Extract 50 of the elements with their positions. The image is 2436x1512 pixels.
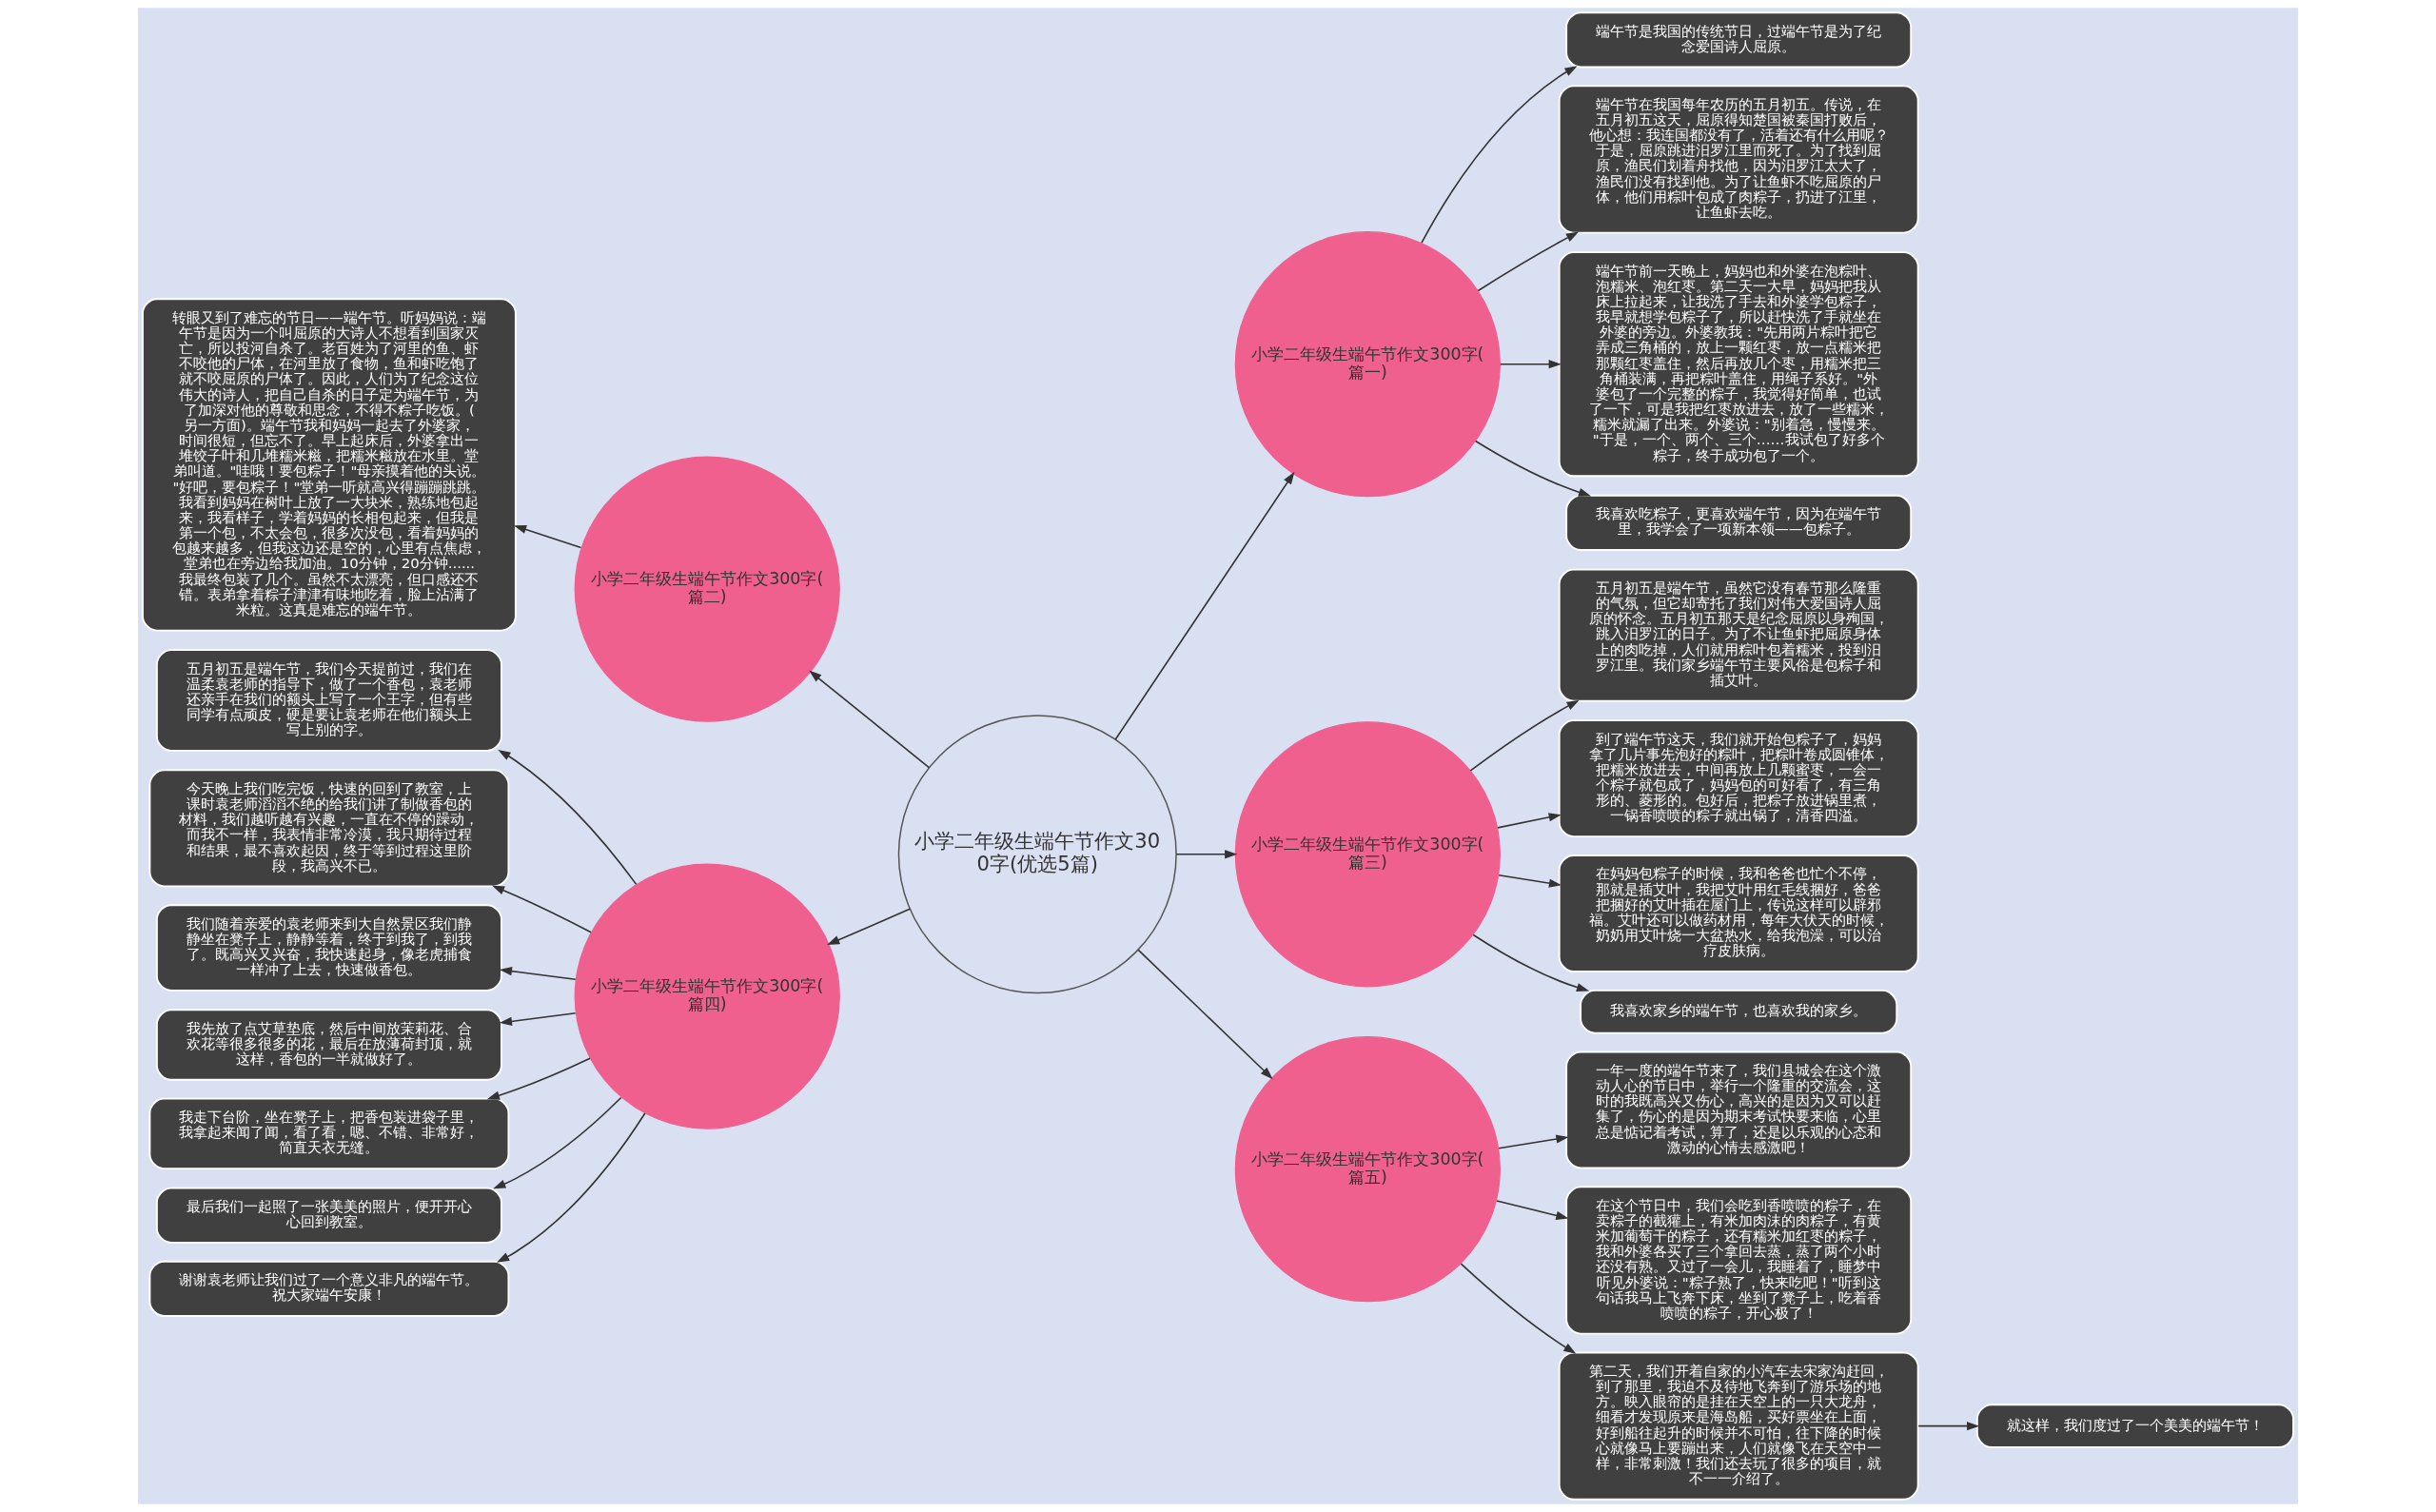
arrow: [491, 885, 592, 933]
arrow: [1496, 1200, 1569, 1220]
arrow: [1499, 360, 1562, 369]
arrow: [513, 525, 582, 549]
arrow: [1474, 440, 1592, 497]
node-box: 端午节在我国每年农历的五月初五。传说，在五月初五这天，屈原得知楚国被秦国打败后，他心想：我连国都没有了，活着还有什么用呢？于是，屈原跳进汨罗江里而死了。为了找到屈原，渔民们划着舟找他，因为汨罗江太大了，渔民们没有找到他。为了让鱼虾不吃屈原的尸体，他们用粽叶包成了肉粽子，扔进了江里，让鱼虾去吃。: [1558, 85, 1919, 234]
arrow: [1497, 813, 1562, 829]
node-circle: 小学二年级生端午节作文300字(优选5篇): [897, 715, 1177, 994]
node-box: 我喜欢吃粽子，更喜欢端午节，因为在端午节里，我学会了一项新本领——包粽子。: [1565, 494, 1913, 551]
arrow: [499, 1011, 577, 1026]
node-box: 在这个节日中，我们会吃到香喷喷的粽子，在卖粽子的截獾上，有米加肉沫的肉粽子，有黄米加葡萄干的粽子，还有糯米加红枣的粽子，我和外婆各买了三个拿回去蒸，蒸了两个小时还没有熟。又过了一会儿，我睡着了，睡梦中听见外婆说："粽子熟了，快来吃吧！"听到这句话我马上飞奔下床，坐到了凳子上，吃着香喷喷的粽子，开心极了！: [1565, 1186, 1913, 1335]
node-box: 今天晚上我们吃完饭，快速的回到了教室，上课时袁老师滔滔不绝的给我们讲了制做香包的材料，我们越听越有兴趣，一直在不停的躁动，而我不一样，我表情非常冷漠，我只期待过程和结果，最不喜欢起因，终于等到过程这里阶段，我高兴不已。: [148, 769, 510, 888]
node-box: 我走下台阶，坐在凳子上，把香包装进袋子里，我拿起来闻了闻，看了看，嗯、不错、非常好，简直天衣无缝。: [148, 1097, 510, 1169]
node-box: 五月初五是端午节，虽然它没有春节那么隆重的气氛，但它却寄托了我们对伟大爱国诗人屈原的怀念。五月初五那天是纪念屈原以身殉国，跳入汨罗江的日子。为了不让鱼虾把屈原身体上的肉吃掉，人们就用粽叶包着糯米，投到汨罗江里。我们家乡端午节主要风俗是包粽子和插艾叶。: [1558, 568, 1919, 702]
node-box: 第二天，我们开着自家的小汽车去宋家沟赶回，到了那里，我迫不及待地飞奔到了游乐场的地方。映入眼帘的是挂在天空上的一只大龙舟，细看才发现原来是海岛船，买好票坐在上面，好到船往起升的时候并不可怕，往下降的时候心就像马上要蹦出来，人们就像飞在天空中一样，非常刺激！我们还去玩了很多的项目，就不一一介绍了。: [1558, 1351, 1919, 1501]
arrow: [1114, 471, 1295, 740]
arrow: [1421, 66, 1578, 244]
arrow: [493, 1096, 622, 1189]
node-circle: 小学二年级生端午节作文300字(篇五): [1234, 1036, 1501, 1303]
node-box: 五月初五是端午节，我们今天提前过，我们在温柔袁老师的指导下，做了一个香包，袁老师还亲手在我们的额头上写了一个王字，但有些同学有点顽皮，硬是要让袁老师在他们额头上写上别的字。: [155, 649, 502, 752]
node-box: 一年一度的端午节来了，我们县城会在这个激动人心的节日中，举行一个隆重的交流会，这时的我既高兴又伤心，高兴的是因为又可以赶集了，伤心的是因为期末考试快要来临，心里总是惦记着考试，算了，还是以乐观的心态和激动的心情去感激吧！: [1565, 1051, 1913, 1169]
arrow: [827, 908, 911, 946]
node-box: 在妈妈包粽子的时候，我和爸爸也忙个不停，那就是插艾叶，我把艾叶用红毛线捆好，爸爸把捆好的艾叶插在屋门上，传说这样可以辟邪福。艾叶还可以做药材用，每年大伏天的时候，奶奶用艾叶烧一大盆热水，给我泡澡，可以治疗皮肤病。: [1558, 854, 1919, 972]
node-box: 端午节前一天晚上，妈妈也和外婆在泡粽叶、泡糯米、泡红枣。第二天一大早，妈妈把我从床上拉起来，让我洗了手去和外婆学包粽子，我早就想学包粽子了，所以赶快洗了手就坐在外婆的旁边。外婆教我："先用两片粽叶把它弄成三角桶的，放上一颗红枣，放一点糯米把那颗红枣盖住，然后再放几个枣，用糯米把三角桶装满，再把粽叶盖住，用绳子系好。"外婆包了一个完整的粽子，我觉得好简单，也试了一下，可是我把红枣放进去，放了一些糯米，糯米就漏了出来。外婆说："别着急，慢慢来。"于是，一个、两个、三个……我试包了好多个粽子，终于成功包了一个。: [1558, 251, 1919, 478]
arrow: [809, 670, 931, 769]
node-box: 我先放了点艾草垫底，然后中间放茉莉花、合欢花等很多很多的花，最后在放薄荷封顶，就这样，香包的一半就做好了。: [155, 1009, 502, 1081]
arrow: [1460, 1263, 1577, 1354]
arrow: [1498, 1134, 1569, 1149]
node-box: 就这样，我们度过了一个美美的端午节！: [1975, 1404, 2294, 1448]
node-box: 端午节是我国的传统节日，过端午节是为了纪念爱国诗人屈原。: [1565, 11, 1913, 69]
arrow: [1472, 933, 1590, 992]
arrow: [1137, 949, 1273, 1080]
node-circle: 小学二年级生端午节作文300字(篇二): [574, 456, 840, 722]
node-box: 转眼又到了难忘的节日——端午节。听妈妈说：端午节是因为一个叫屈原的大诗人不想看到国家灭亡，所以投河自杀了。老百姓为了河里的鱼、虾不咬他的尸体，在河里放了食物，鱼和虾吃饱了就不咬屈原的尸体了。因此，人们为了纪念这位伟大的诗人，把自己自杀的日子定为端午节，为了加深对他的尊敬和思念，不得不粽子吃饭。(另一方面)。端午节我和妈妈一起去了外婆家，时间很短，但忘不了。早上起床后，外婆拿出一堆饺子叶和几堆糯米糍，把糯米糍放在水里。堂弟叫道。"哇哦！要包粽子！"母亲摸着他的头说。"好吧，要包粽子！"堂弟一听就高兴得蹦蹦跳跳。我看到妈妈在树叶上放了一大块米，熟练地包起来，我看样子，学着妈妈的长相包起来，但我是第一个包，不太会包，很多次没包，看着妈妈的包越来越多，但我这边还是空的，心里有点焦虑，堂弟也在旁边给我加油。10分钟，20分钟......我最终包装了几个。虽然不太漂亮，但口感还不错。表弟拿着粽子津津有味地吃着，脸上沾满了米粒。这真是难忘的端午节。: [142, 298, 517, 632]
arrow: [486, 1057, 591, 1100]
node-box: 到了端午节这天，我们就开始包粽子了，妈妈拿了几片事先泡好的粽叶，把粽叶卷成圆锥体，把糯米放进去，中间再放上几颗蜜枣，一会一个粽子就包成了，妈妈包的可好看了，有三角形的、菱形的。包好后，把粽子放进锅里煮，一锅香喷喷的粽子就出锅了，清香四溢。: [1558, 719, 1919, 838]
arrow: [1469, 699, 1580, 772]
node-box: 谢谢袁老师让我们过了一个意义非凡的端午节。祝大家端午安康！: [148, 1260, 510, 1317]
arrow: [1477, 231, 1580, 292]
node-box: 我们随着亲爱的袁老师来到大自然景区我们静静坐在凳子上，静静等着，终于到我了，到我了。既高兴又兴奋，我快速起身，像老虎捕食一样冲了上去，快速做香包。: [155, 904, 502, 992]
arrow: [1175, 850, 1238, 859]
arrow: [1498, 874, 1562, 888]
arrow: [499, 967, 577, 981]
node-box: 最后我们一起照了一张美美的照片，便开开心心回到教室。: [155, 1187, 502, 1244]
node-circle: 小学二年级生端午节作文300字(篇一): [1234, 231, 1501, 498]
node-circle: 小学二年级生端午节作文300字(篇三): [1234, 721, 1501, 988]
node-box: 我喜欢家乡的端午节，也喜欢我的家乡。: [1580, 989, 1898, 1034]
arrow: [1917, 1422, 1980, 1431]
arrow: [496, 1112, 646, 1263]
arrow: [498, 749, 638, 886]
